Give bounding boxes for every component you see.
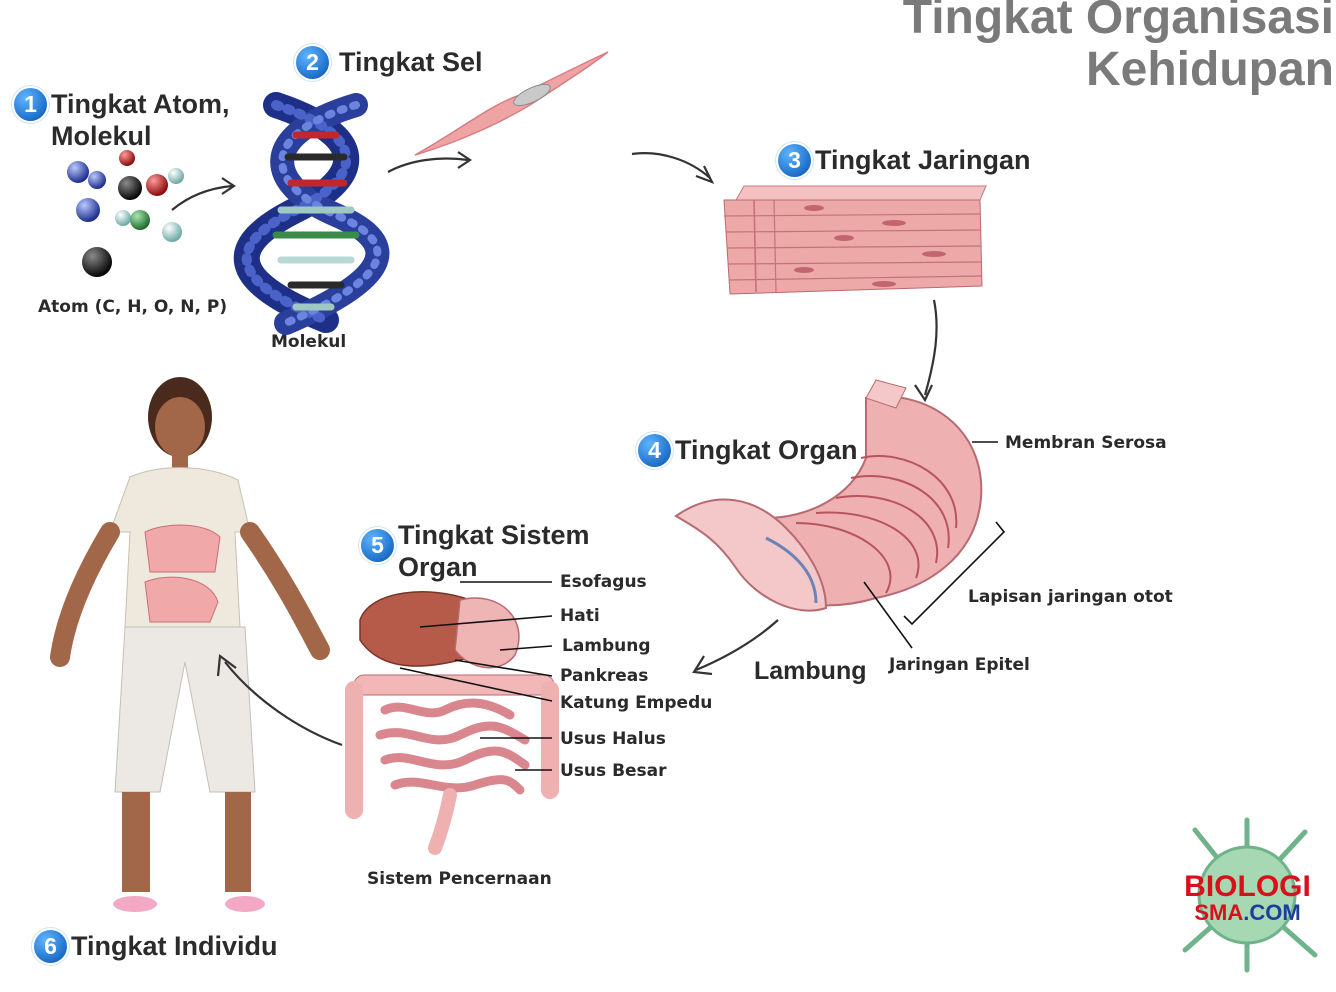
step-6-badge: 6 xyxy=(34,930,67,963)
label-lambung-system: Lambung xyxy=(562,636,651,656)
virus-icon xyxy=(1182,817,1318,973)
digestive-system-illustration xyxy=(345,591,559,855)
page-title: Tingkat Organisasi Kehidupan xyxy=(903,0,1334,96)
logo-line-2: SMA xyxy=(1194,900,1244,925)
step-1-line-2: Molekul xyxy=(51,121,152,151)
biologi-sma-logo: BIOLOGI SMA.COM xyxy=(1165,817,1330,973)
label-lapisan-otot: Lapisan jaringan otot xyxy=(968,587,1173,607)
step-5-line-1: Tingkat Sistem xyxy=(398,520,590,550)
step-3-badge: 3 xyxy=(778,144,811,177)
step-1-heading: 1 Tingkat Atom, Molekul xyxy=(14,88,230,152)
step-6-line-1: Tingkat Individu xyxy=(71,931,278,961)
step-1-text: Tingkat Atom, Molekul xyxy=(51,88,230,152)
step-1-line-1: Tingkat Atom, xyxy=(51,89,230,119)
stomach-organ-illustration xyxy=(674,379,983,612)
step-3-line-1: Tingkat Jaringan xyxy=(815,145,1031,175)
label-lambung-organ: Lambung xyxy=(754,657,867,685)
logo-line-3: .COM xyxy=(1243,900,1301,925)
step-6-heading: 6 Tingkat Individu xyxy=(34,930,278,963)
cell-illustration xyxy=(414,51,609,156)
step-2-line-1: Tingkat Sel xyxy=(339,47,483,77)
title-line-1: Tingkat Organisasi xyxy=(902,0,1334,44)
muscle-tissue-illustration xyxy=(723,185,987,295)
dna-molecule-illustration xyxy=(233,92,390,335)
system-caption: Sistem Pencernaan xyxy=(367,869,552,889)
step-5-line-2: Organ xyxy=(398,552,478,582)
label-usus-halus: Usus Halus xyxy=(560,729,666,749)
logo-line-1: BIOLOGI xyxy=(1184,870,1311,903)
step-1-badge: 1 xyxy=(14,88,47,121)
label-usus-besar: Usus Besar xyxy=(560,761,667,781)
label-esofagus: Esofagus xyxy=(560,572,647,592)
step-4-badge: 4 xyxy=(638,434,671,467)
label-membran-serosa: Membran Serosa xyxy=(1005,433,1167,453)
atom-caption: Atom (C, H, O, N, P) xyxy=(38,297,228,317)
individual-person-illustration xyxy=(50,377,330,912)
step-4-heading: 4 Tingkat Organ xyxy=(638,434,858,467)
step-2-heading: 2 Tingkat Sel xyxy=(296,46,483,79)
label-pankreas: Pankreas xyxy=(560,666,649,686)
logo-line-2-wrap: SMA.COM xyxy=(1165,902,1330,925)
title-line-2: Kehidupan xyxy=(1086,43,1334,96)
label-katung-empedu: Katung Empedu xyxy=(560,693,713,713)
label-jaringan-epitel: Jaringan Epitel xyxy=(889,655,1030,675)
step-5-badge: 5 xyxy=(361,529,394,562)
step-5-heading: 5 Tingkat Sistem Organ xyxy=(361,519,590,583)
step-3-heading: 3 Tingkat Jaringan xyxy=(778,144,1031,177)
step-5-text: Tingkat Sistem Organ xyxy=(398,519,590,583)
step-2-badge: 2 xyxy=(296,46,329,79)
step-4-line-1: Tingkat Organ xyxy=(675,435,858,465)
atoms-illustration xyxy=(67,150,184,277)
molekul-caption: Molekul xyxy=(271,332,347,352)
label-hati: Hati xyxy=(560,606,600,626)
